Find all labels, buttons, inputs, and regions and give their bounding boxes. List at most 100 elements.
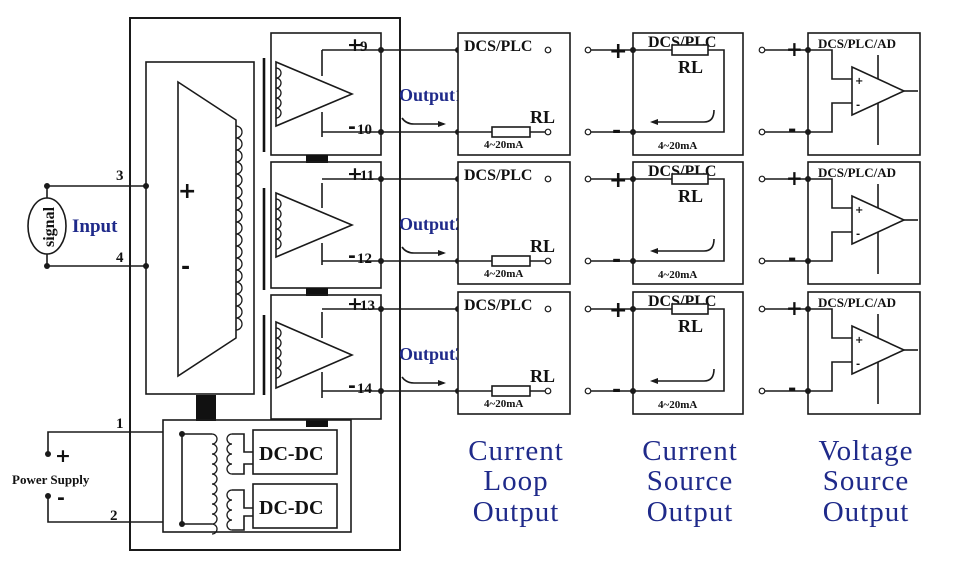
load-resistor-icon (671, 44, 709, 56)
voltage-source-minus-sign: - (788, 117, 796, 141)
current-source-minus-sign: - (612, 119, 621, 144)
output-3-label: Output3 (399, 344, 464, 364)
load-resistor-icon (491, 385, 531, 397)
power-minus-sign: - (57, 487, 65, 509)
voltage-source-title-line-2: Source (823, 465, 910, 497)
current-range-label: 4~20mA (484, 398, 523, 410)
voltage-source-minus-sign: - (788, 376, 796, 400)
voltage-source-minus-sign: - (788, 246, 796, 270)
voltage-source-plus-sign: + (786, 296, 803, 320)
svg-text:DC-DC: DC-DC (259, 497, 323, 519)
output-1-minus-sign: - (348, 116, 356, 138)
output-3-plus-sign: + (347, 293, 363, 315)
terminal-12: 12 (357, 251, 372, 267)
power-supply-input (45, 431, 163, 523)
load-resistor-label: RL (678, 57, 703, 77)
terminal-10: 10 (357, 122, 372, 138)
input-label: Input (72, 216, 118, 237)
load-resistor-icon (491, 126, 531, 138)
terminal-9: 9 (360, 39, 368, 55)
power-plus-sign: + (55, 445, 71, 467)
load-resistor-label: RL (678, 316, 703, 336)
voltage-source-plus-sign: + (786, 166, 803, 190)
load-resistor-label: RL (678, 186, 703, 206)
terminal-14: 14 (357, 381, 373, 397)
output-2-minus-sign: - (348, 245, 356, 267)
voltage-source-device-3: + - DCS/PLC/AD + - (758, 291, 921, 415)
input-signal-source: signal (27, 183, 149, 269)
current-source-plus-sign: + (609, 39, 627, 64)
power-converter-block: DC-DC DC-DC (162, 419, 352, 535)
current-source-minus-sign: - (612, 248, 621, 273)
input-amplifier: + - (145, 61, 255, 395)
current-loop-device-label: DCS/PLC (464, 297, 532, 314)
current-source-plus-sign: + (609, 168, 627, 193)
current-source-plus-sign: + (609, 298, 627, 323)
output-2-plus-sign: + (347, 163, 363, 185)
current-source-title-line-2: Source (647, 465, 734, 497)
input-minus-sign: - (181, 255, 190, 280)
current-loop-device-2: DCS/PLC RL 4~20mA (457, 161, 571, 285)
load-resistor-icon (671, 303, 709, 315)
voltage-source-device-label: DCS/PLC/AD (818, 36, 896, 51)
svg-text:DC-DC: DC-DC (259, 443, 323, 465)
voltage-source-plus-sign: + (786, 37, 803, 61)
current-source-title-line-1: Current (642, 435, 738, 467)
power-isolation-bar (196, 395, 216, 421)
op-amp-plus: + (855, 335, 863, 346)
current-loop-title-line-1: Current (468, 435, 564, 467)
output-amp-2 (270, 161, 382, 296)
load-resistor-label: RL (530, 236, 555, 256)
terminal-3: 3 (116, 168, 124, 184)
dc-dc-converter-1 (252, 429, 338, 475)
load-resistor-label: RL (530, 107, 555, 127)
input-plus-sign: + (178, 179, 196, 204)
dc-dc-converter-2 (252, 483, 338, 529)
op-amp-minus: - (856, 229, 860, 240)
current-range-label: 4~20mA (484, 139, 523, 151)
terminal-13: 13 (360, 298, 375, 314)
voltage-source-device-label: DCS/PLC/AD (818, 165, 896, 180)
current-source-title-line-3: Output (647, 496, 734, 528)
op-amp-plus: + (855, 76, 863, 87)
output-2-label: Output2 (399, 214, 464, 234)
input-transformer-coil (235, 125, 243, 331)
output-1-plus-sign: + (347, 34, 363, 56)
load-resistor-icon (671, 173, 709, 185)
power-supply-label: Power Supply (12, 472, 90, 487)
output-amp-1 (270, 32, 382, 163)
voltage-source-device-2: + - DCS/PLC/AD + - (758, 161, 921, 285)
load-resistor-icon (491, 255, 531, 267)
op-amp-plus: + (855, 205, 863, 216)
output-row-3: +13-14Output3DCS/PLCRL4~20mA+-DCS/PLCRL4… (322, 291, 921, 415)
op-amp-minus: - (856, 100, 860, 111)
voltage-source-title-line-1: Voltage (818, 435, 913, 467)
current-range-label: 4~20mA (658, 269, 697, 281)
current-loop-device-label: DCS/PLC (464, 167, 532, 184)
current-range-label: 4~20mA (484, 268, 523, 280)
load-resistor-label: RL (530, 366, 555, 386)
current-loop-device-3: DCS/PLC RL 4~20mA (457, 291, 571, 415)
output-amp-3 (270, 294, 382, 427)
terminal-2: 2 (110, 508, 118, 524)
output-row-1: +9-10Output1DCS/PLCRL4~20mA+-DCS/PLCRL4~… (322, 32, 921, 156)
terminal-1: 1 (116, 416, 124, 432)
output-3-minus-sign: - (348, 375, 356, 397)
current-source-minus-sign: - (612, 378, 621, 403)
voltage-source-device-label: DCS/PLC/AD (818, 295, 896, 310)
current-loop-title-line-2: Loop (483, 465, 548, 497)
output-row-2: +11-12Output2DCS/PLCRL4~20mA+-DCS/PLCRL4… (322, 161, 921, 285)
current-range-label: 4~20mA (658, 140, 697, 152)
voltage-source-title-line-3: Output (823, 496, 910, 528)
op-amp-minus: - (856, 359, 860, 370)
current-loop-title-line-3: Output (473, 496, 560, 528)
voltage-source-device-1: + - DCS/PLC/AD + - (758, 32, 921, 156)
current-range-label: 4~20mA (658, 399, 697, 411)
terminal-11: 11 (360, 168, 374, 184)
svg-text:signal: signal (41, 206, 58, 247)
